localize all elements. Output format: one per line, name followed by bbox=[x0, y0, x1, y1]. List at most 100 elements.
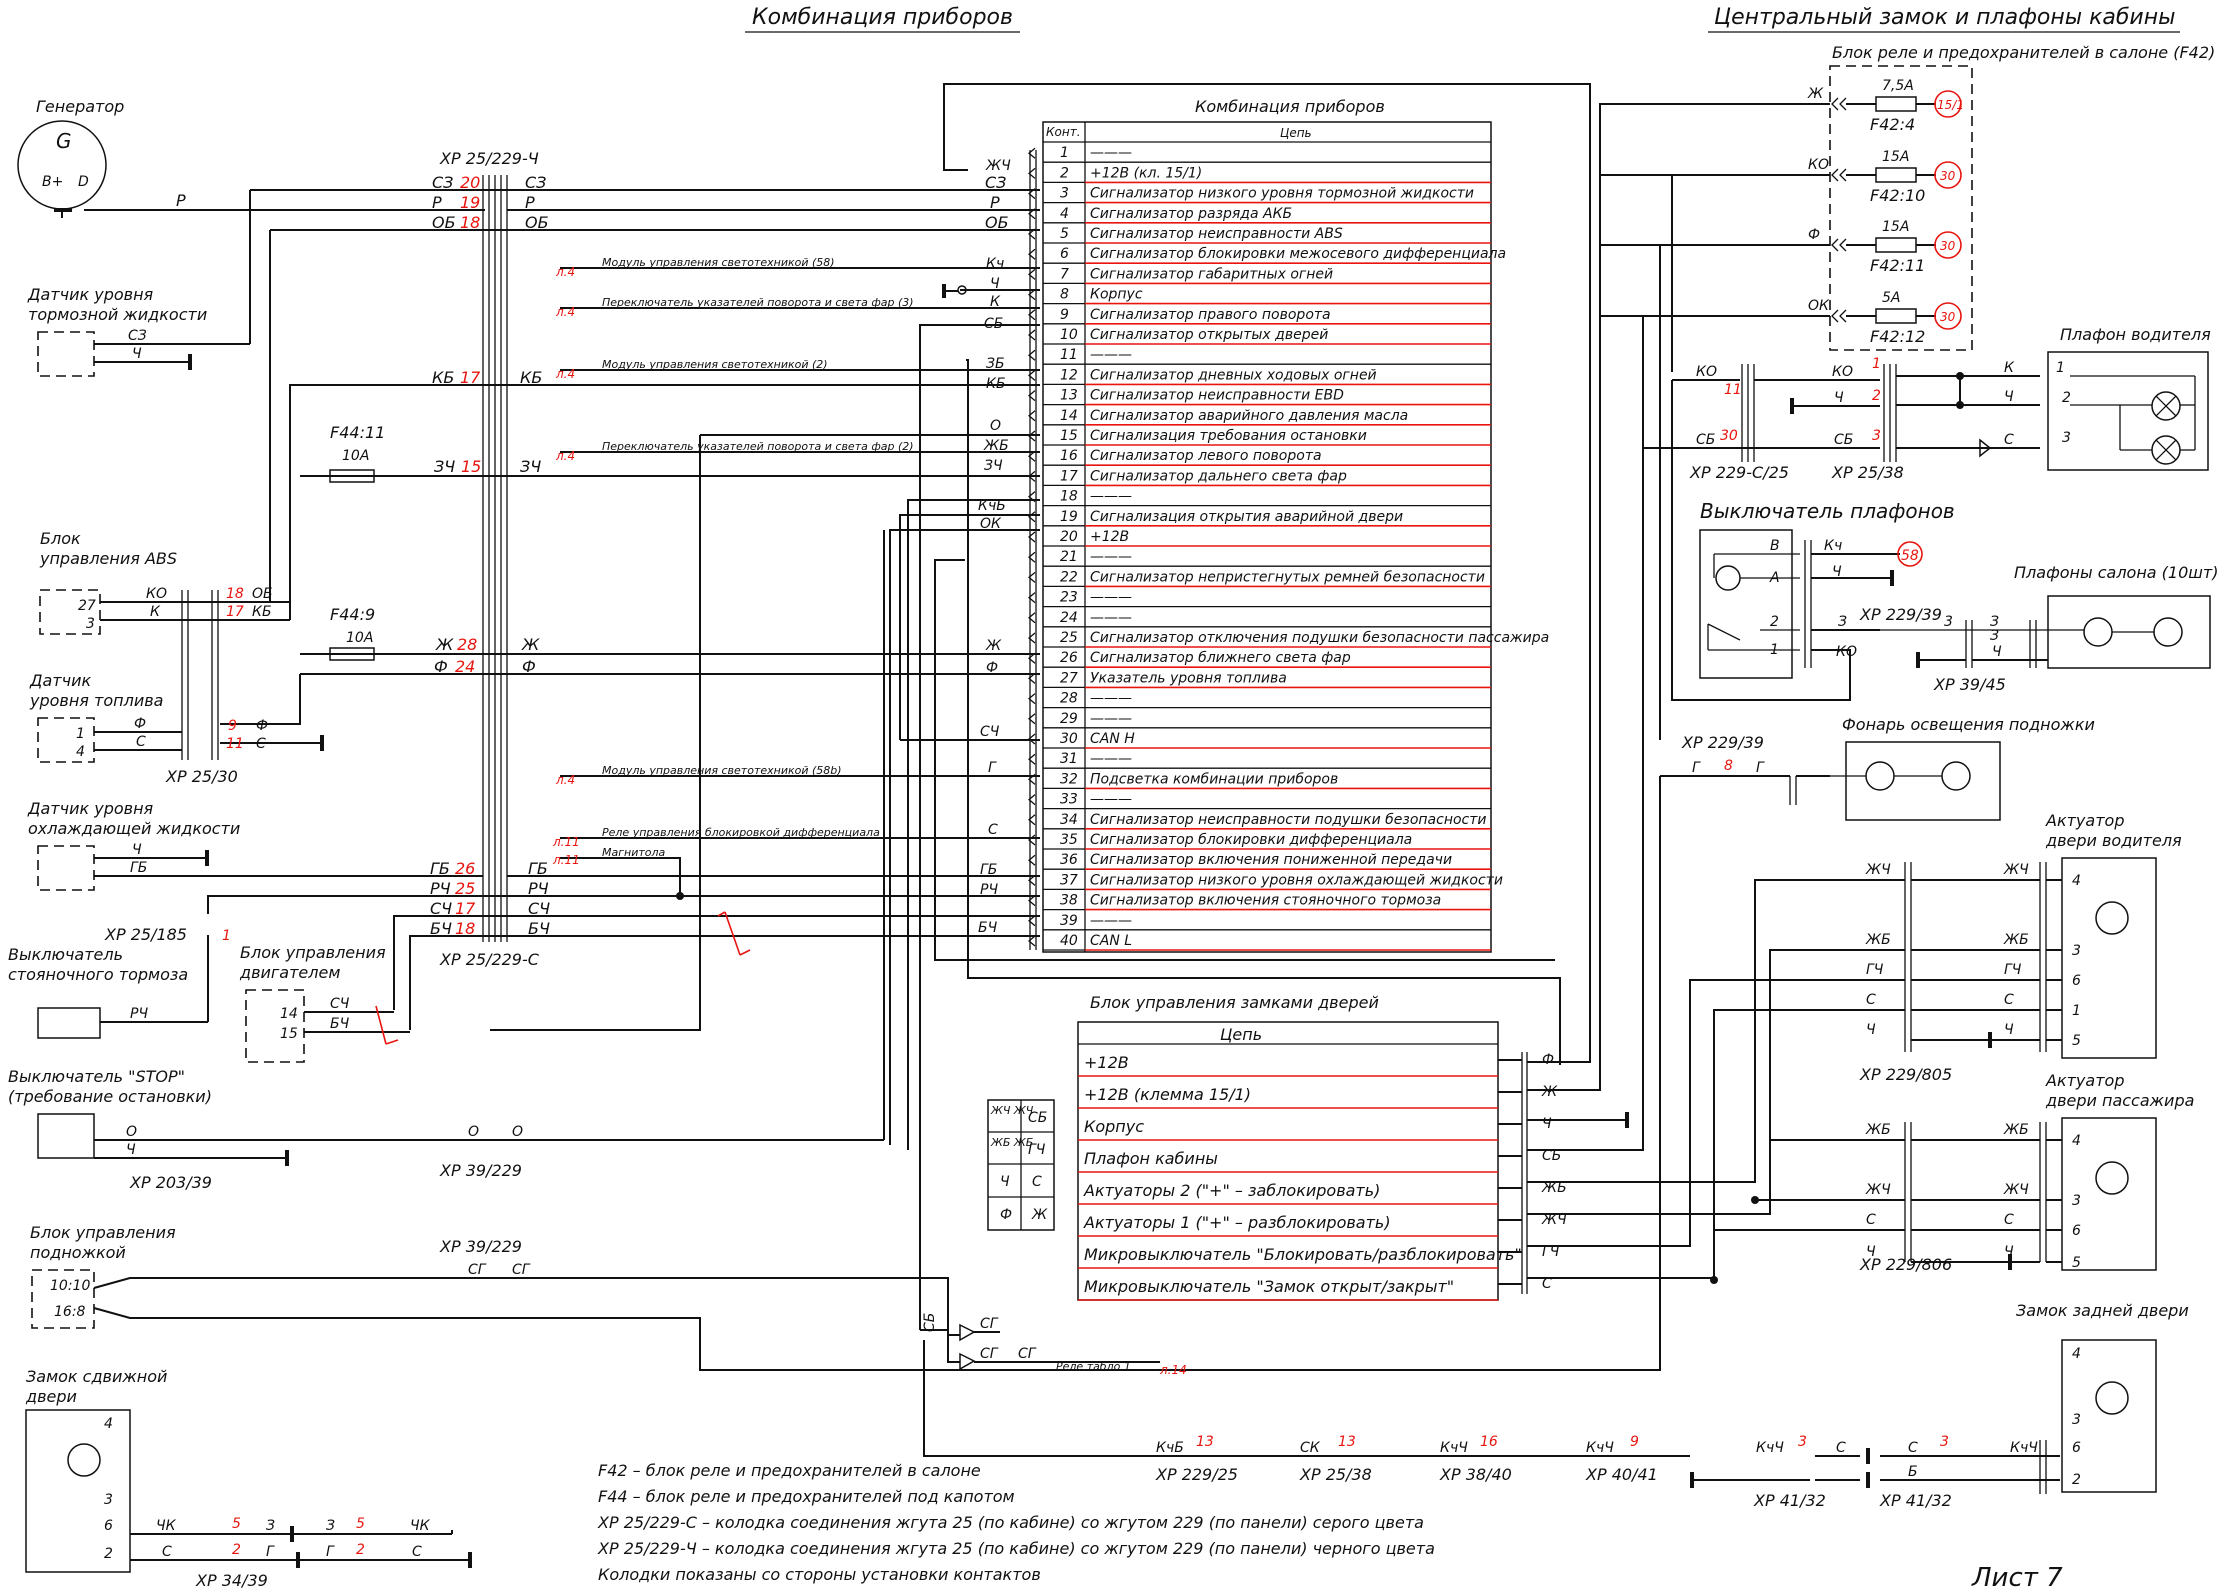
lamp-switch-w3: З bbox=[1838, 614, 1847, 630]
ref-0-text: Модуль управления светотехникой (58) bbox=[602, 256, 835, 269]
ecu-p1: 14 bbox=[280, 1006, 298, 1022]
legend-0-0: ЖЧ ЖЧ bbox=[990, 1104, 1034, 1117]
f44-11-n: 15 bbox=[461, 457, 481, 476]
act-pass-title1: Актуатор bbox=[2045, 1071, 2124, 1090]
cluster-pin-number: 20 bbox=[1060, 529, 1078, 545]
actuator-pin: 4 bbox=[2072, 1133, 2081, 1149]
actuator-wire-out: ЖБ bbox=[2003, 932, 2029, 948]
rear-lock-p6: 6 bbox=[2072, 1440, 2081, 1456]
f44-9-w1b: Ж bbox=[521, 635, 540, 654]
mid-1-n: 25 bbox=[455, 879, 475, 898]
cluster-pin-circuit: ——— bbox=[1090, 347, 1132, 363]
title-left: Комбинация приборов bbox=[752, 5, 1013, 30]
door-ecu-title: Блок управления замками дверей bbox=[1090, 993, 1379, 1012]
fuel-n2: 11 bbox=[226, 736, 244, 752]
actuator-wire-in: Ч bbox=[1866, 1022, 1876, 1038]
rear-lock-p2: 2 bbox=[2072, 1472, 2081, 1488]
abs-n2: 17 bbox=[226, 604, 244, 620]
cluster-pin-number: 40 bbox=[1060, 933, 1078, 949]
chain-5-w: С bbox=[1836, 1440, 1846, 1456]
cluster-pin-circuit: ——— bbox=[1090, 145, 1132, 161]
cluster-pin-circuit: ——— bbox=[1090, 792, 1132, 808]
stop-w4: О bbox=[512, 1124, 523, 1140]
salon-w2: Ч bbox=[1992, 644, 2002, 660]
salon-lamps-title: Плафоны салона (10шт) bbox=[2014, 563, 2218, 582]
ref-2-text: Модуль управления светотехникой (2) bbox=[602, 358, 828, 371]
door-ecu-row-wire: С bbox=[1542, 1276, 1552, 1292]
sliding-p3: 3 bbox=[104, 1492, 113, 1508]
cluster-pin-number: 1 bbox=[1060, 145, 1069, 161]
xp229c25-w2: СБ bbox=[1696, 432, 1715, 448]
fuse-circle: 30 bbox=[1940, 239, 1956, 253]
stop-xp: ХР 203/39 bbox=[129, 1173, 212, 1192]
fuse-amp: 5А bbox=[1882, 290, 1900, 306]
legend-2-0: Ч bbox=[1000, 1174, 1010, 1190]
lamp-switch-w1: Кч bbox=[1824, 538, 1842, 554]
abs-p2: 3 bbox=[86, 616, 95, 632]
cluster-pin-number: 37 bbox=[1060, 872, 1078, 888]
cluster-pin-circuit: Сигнализатор блокировки межосевого диффе… bbox=[1090, 246, 1506, 262]
act-pass-xp: ХР 229/806 bbox=[1859, 1255, 1952, 1274]
ref-1-text: Переключатель указателей поворота и свет… bbox=[602, 296, 914, 309]
f44-9-name: F44:9 bbox=[330, 605, 375, 624]
cluster-pin-circuit: Сигнализатор блокировки дифференциала bbox=[1090, 832, 1412, 848]
ref-5-tag: л.11 bbox=[552, 835, 580, 849]
fuse-wire: Ж bbox=[1807, 86, 1824, 102]
cl-wire-3: СЗ bbox=[985, 173, 1006, 192]
clw-25: Ж bbox=[985, 638, 1002, 654]
fuse-wire: ОК bbox=[1808, 298, 1830, 314]
park-brake-title2: стояночного тормоза bbox=[8, 965, 188, 984]
salon-w3: З bbox=[1990, 628, 1999, 644]
sliding-n2: 2 bbox=[232, 1542, 241, 1558]
cluster-pin-number: 30 bbox=[1060, 731, 1078, 747]
actuator-pin: 6 bbox=[2072, 973, 2081, 989]
chain-1-n: 13 bbox=[1338, 1434, 1356, 1450]
actuator-pin: 4 bbox=[2072, 873, 2081, 889]
actuator-wire-in: ЖБ bbox=[1865, 932, 1891, 948]
xp-bottom-label: ХР 25/229-С bbox=[439, 950, 540, 969]
f44-11-name: F44:11 bbox=[330, 423, 385, 442]
step-light-xp: ХР 229/39 bbox=[1681, 733, 1764, 752]
cluster-pin-number: 29 bbox=[1060, 711, 1078, 727]
actuator-pin: 5 bbox=[2072, 1033, 2081, 1049]
generator-wire: Р bbox=[176, 191, 186, 210]
fuel-sensor: Датчик уровня топлива 1 4 Ф С 9 11 Ф С Х… bbox=[29, 671, 268, 786]
f44-11-amp: 10А bbox=[342, 448, 369, 464]
step-w1: СГ bbox=[468, 1262, 487, 1278]
mid-0-n: 26 bbox=[455, 859, 475, 878]
f42-block: Блок реле и предохранителей в салоне (F4… bbox=[1600, 43, 2215, 740]
cluster-pin-number: 32 bbox=[1060, 771, 1078, 787]
sliding-w6: Г bbox=[326, 1544, 335, 1560]
salon-xp: ХР 229/39 bbox=[1859, 605, 1942, 624]
clw-29: СЧ bbox=[980, 724, 1000, 740]
cluster-pin-circuit: Сигнализация требования остановки bbox=[1090, 428, 1367, 444]
rear-lock-p3: 3 bbox=[2072, 1412, 2081, 1428]
driver-lamp-p1: 1 bbox=[2056, 360, 2065, 376]
cluster-pin-circuit: ——— bbox=[1090, 691, 1132, 707]
door-ecu-row-wire: Ч bbox=[1542, 1116, 1552, 1132]
door-ecu-row-circuit: Микровыключатель "Замок открыт/закрыт" bbox=[1084, 1277, 1454, 1296]
f44-9-n2: 24 bbox=[455, 657, 475, 676]
clw-26: Ф bbox=[986, 660, 998, 676]
xp229c25-name: ХР 229-С/25 bbox=[1689, 463, 1789, 482]
legend-3-0: Ф bbox=[1000, 1207, 1012, 1223]
cluster-pin-circuit: Сигнализатор правого поворота bbox=[1090, 307, 1331, 323]
xp-top-row-1-n: 19 bbox=[460, 193, 480, 212]
ref-3-tag: л.4 bbox=[555, 449, 575, 463]
xp-top-row-2-w2: ОБ bbox=[525, 213, 549, 232]
brake-fluid-sensor: Датчик уровня тормозной жидкости СЗ Ч bbox=[27, 190, 251, 377]
fuel-xp: ХР 25/30 bbox=[165, 767, 238, 786]
fuel-w2: С bbox=[136, 734, 146, 750]
actuator-pin: 5 bbox=[2072, 1255, 2081, 1271]
fuse-f44-9: F44:9 10А Ж 28 Ж Ф 24 Ф bbox=[220, 605, 1040, 751]
ecu-w1: СЧ bbox=[330, 996, 350, 1012]
step-light-w2: Г bbox=[1756, 760, 1765, 776]
actuator-wire-in: С bbox=[1866, 992, 1876, 1008]
rear-door-lock: Замок задней двери 4 3 6 2 bbox=[2016, 1301, 2189, 1494]
clw-6: Кч bbox=[986, 256, 1004, 272]
lamp-switch-w2: Ч bbox=[1832, 564, 1842, 580]
